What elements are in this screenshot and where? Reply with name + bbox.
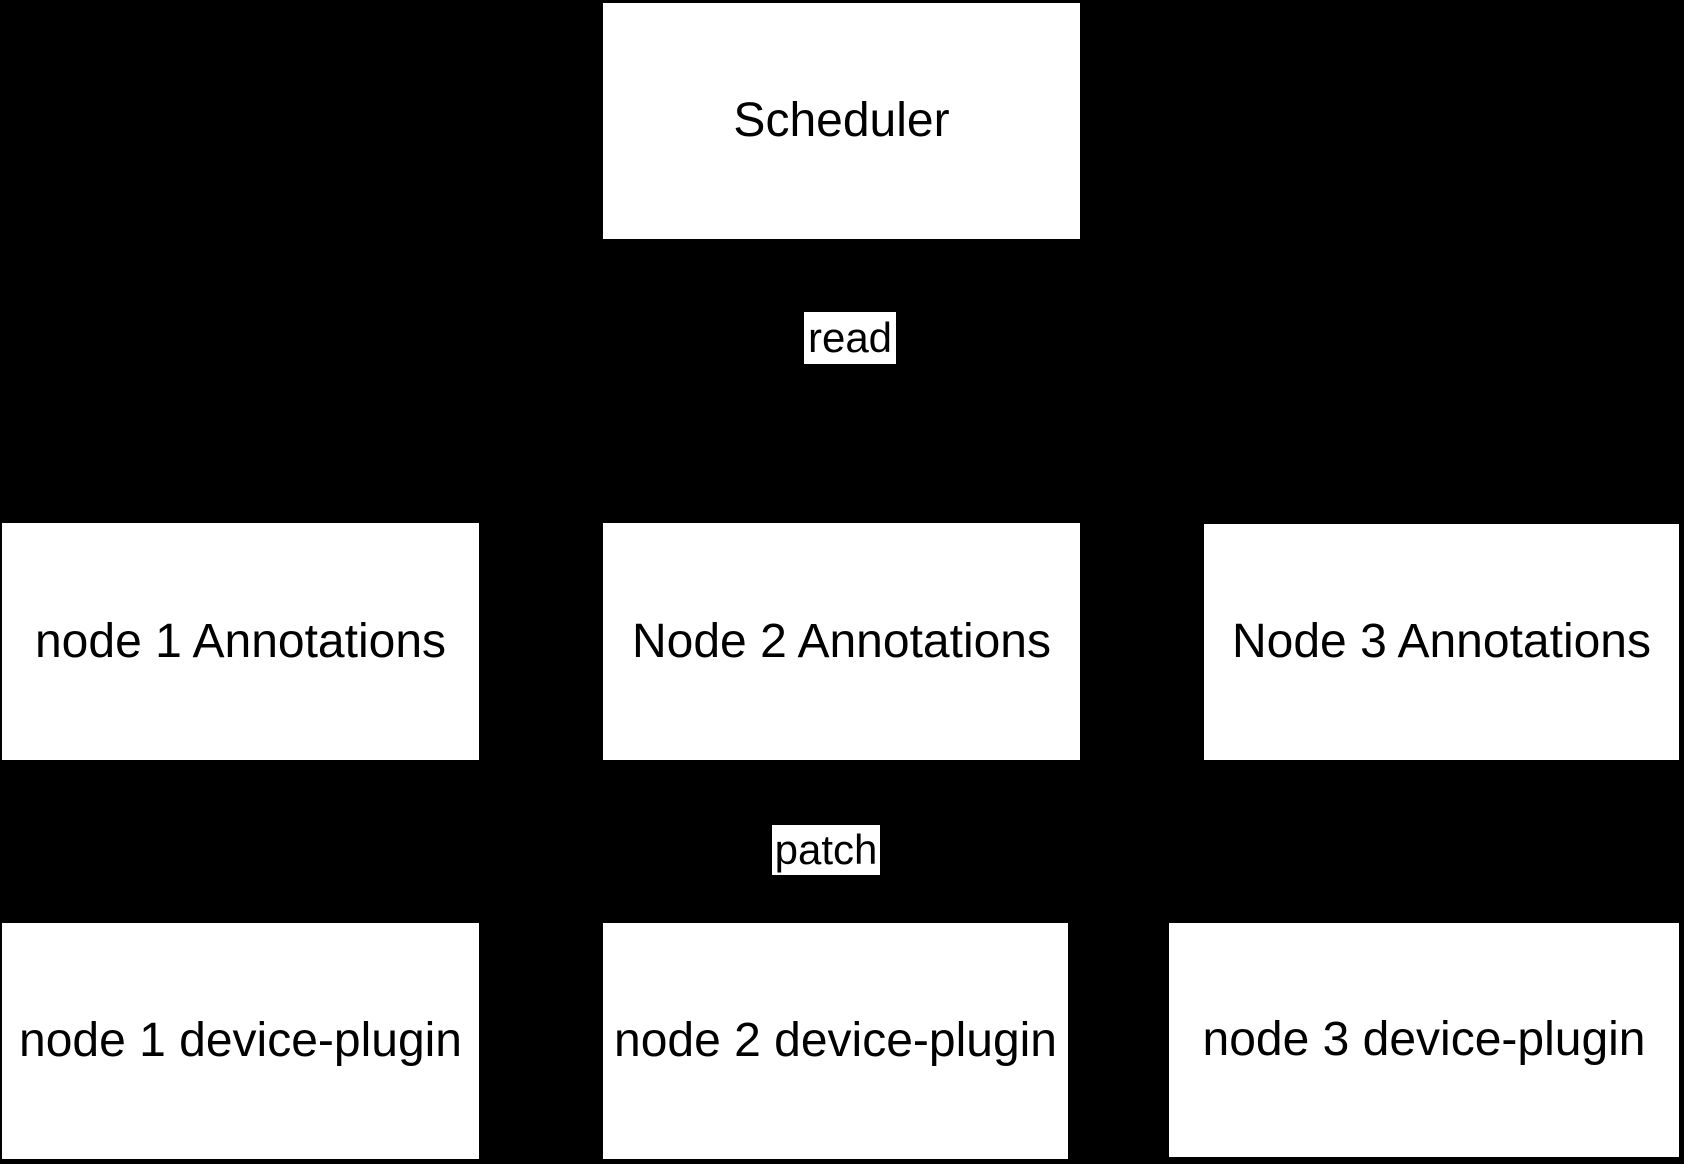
node-3-device-plugin-box: node 3 device-plugin: [1169, 923, 1679, 1157]
patch-edge-label-text: patch: [774, 825, 878, 873]
node-2-annotations-box: Node 2 Annotations: [603, 523, 1080, 760]
scheduler-node: Scheduler: [603, 3, 1080, 239]
read-edge-label: read: [804, 312, 896, 364]
node-1-device-plugin-label: node 1 device-plugin: [19, 1014, 462, 1068]
node-2-device-plugin-label: node 2 device-plugin: [614, 1014, 1057, 1068]
scheduler-node-label: Scheduler: [733, 94, 950, 148]
patch-edge-label: patch: [772, 825, 880, 875]
read-edge-label-text: read: [807, 313, 893, 361]
node-3-annotations-label: Node 3 Annotations: [1232, 615, 1651, 669]
node-1-annotations-label: node 1 Annotations: [34, 614, 447, 668]
node-3-annotations-box: Node 3 Annotations: [1204, 524, 1679, 760]
node-2-device-plugin-box: node 2 device-plugin: [603, 923, 1068, 1159]
node-2-annotations-label: Node 2 Annotations: [632, 614, 1051, 668]
node-1-device-plugin-box: node 1 device-plugin: [2, 923, 479, 1159]
node-3-device-plugin-label: node 3 device-plugin: [1202, 1013, 1646, 1067]
node-1-annotations-box: node 1 Annotations: [2, 523, 479, 760]
